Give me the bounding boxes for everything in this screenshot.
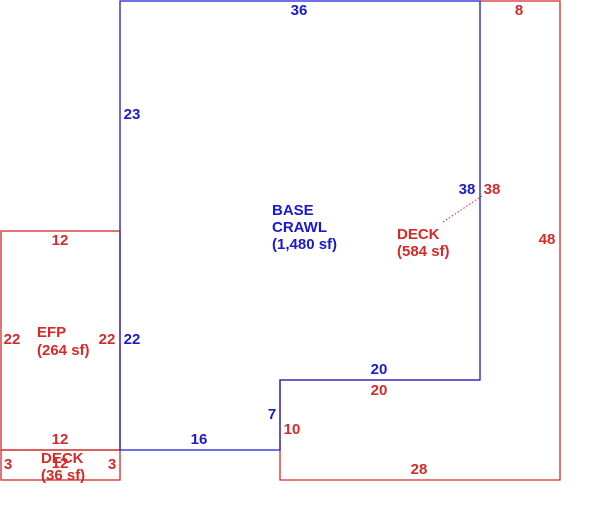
- deck-small-dim-right: 3: [108, 456, 116, 473]
- efp-name: EFP: [37, 324, 66, 341]
- base-dim-right-inner: 38: [459, 181, 476, 198]
- base-crawl-name: BASE: [272, 202, 314, 219]
- base-crawl-area: (1,480 sf): [272, 236, 337, 253]
- deck-small-area: (36 sf): [41, 467, 85, 484]
- deck-leader-line: [442, 195, 483, 223]
- efp-dim-left: 22: [4, 331, 21, 348]
- deck-small-dim-left: 3: [4, 456, 12, 473]
- base-dim-bottom: 16: [191, 431, 208, 448]
- deck-dim-right: 48: [539, 231, 556, 248]
- deck-dim-step-side: 10: [284, 421, 301, 438]
- deck-dim-inner: 38: [484, 181, 501, 198]
- deck-dim-bottom: 28: [411, 461, 428, 478]
- deck-main-area: (584 sf): [397, 243, 450, 260]
- deck-dim-step-top: 20: [371, 382, 388, 399]
- base-crawl-name-line2: CRAWL: [272, 219, 327, 236]
- deck-main-name: DECK: [397, 226, 440, 243]
- deck-small-dim-top: 12: [52, 455, 69, 472]
- base-dim-left-upper: 23: [124, 106, 141, 123]
- deck-dim-top: 8: [515, 2, 523, 19]
- base-dim-step-side: 7: [268, 406, 276, 423]
- base-dim-top: 36: [291, 2, 308, 19]
- base-dim-left-lower: 22: [124, 331, 141, 348]
- efp-dim-bottom: 12: [52, 431, 69, 448]
- efp-dim-top: 12: [52, 232, 69, 249]
- deck-small-outline: [0, 449, 121, 481]
- base-dim-step-top: 20: [371, 361, 388, 378]
- efp-area: (264 sf): [37, 342, 90, 359]
- efp-dim-right: 22: [99, 331, 116, 348]
- deck-small-name: DECK: [41, 450, 84, 467]
- base-crawl-outline: [119, 0, 481, 451]
